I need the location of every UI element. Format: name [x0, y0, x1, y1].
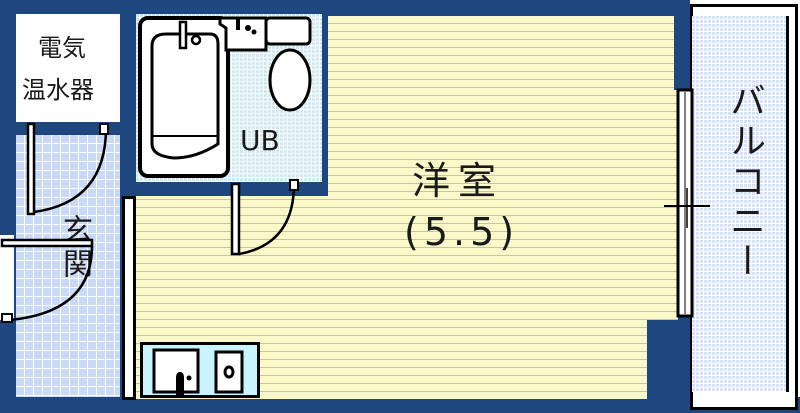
sliding-window-icon — [664, 88, 710, 318]
sink-icon — [218, 16, 268, 52]
unit-bath-label: UB — [240, 124, 280, 157]
toilet-icon — [264, 16, 312, 112]
water-heater-closet — [16, 14, 120, 122]
balcony-label: バルコニー — [724, 82, 765, 282]
kitchen-sink-icon — [152, 348, 200, 398]
outer-wall-bottom — [0, 397, 800, 413]
bathtub-icon — [138, 16, 230, 178]
entrance-door-icon — [0, 238, 94, 323]
entrance-label: 玄関 — [57, 214, 92, 282]
western-room — [130, 16, 678, 399]
western-room-size: (5.5) — [404, 210, 520, 254]
water-heater-label-line2: 温水器 — [22, 76, 94, 104]
western-room-label: 洋室 — [412, 159, 505, 203]
closet-door-icon — [26, 122, 109, 216]
water-heater-label-line1: 電気 — [38, 34, 86, 62]
stove-icon — [214, 350, 244, 394]
wall-bump-lower-right — [647, 320, 690, 400]
entrance-door-opening — [0, 235, 14, 320]
wall-column-right — [674, 10, 692, 90]
partition-wall — [122, 196, 136, 400]
bath-door-icon — [230, 179, 299, 256]
balcony-floor — [692, 16, 789, 392]
